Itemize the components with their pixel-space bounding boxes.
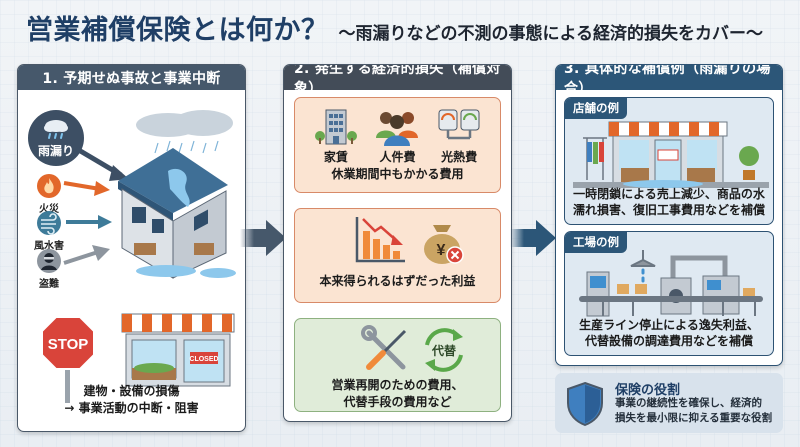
factory-example-caption: 生産ライン停止による逸失利益、 代替設備の調達費用などを補償 (565, 317, 773, 349)
store-example-tag: 店舗の例 (565, 98, 627, 119)
factory-line-illustration (579, 250, 763, 317)
peril-fire: 火災 (36, 173, 62, 215)
money-bag-loss-icon: ¥ (424, 225, 464, 264)
declining-chart-icon (355, 217, 405, 263)
column-incident-caption: 建物・設備の損傷 → 事業活動の中断・阻害 (18, 383, 245, 417)
stop-sign-illustration: STOP (41, 316, 95, 403)
caption-line: 営業再開のための費用、 (331, 378, 464, 392)
peril-label: 火災 (39, 204, 59, 215)
extra-costs-box: 代替 営業再開のための費用、 代替手段の費用など (294, 318, 501, 412)
arrow-storm-icon (66, 215, 112, 229)
column-incident: 1. 予期せぬ事故と事業中断 雨漏り 火災 風水害 (17, 64, 246, 432)
caption-line: 代替手段の費用など (343, 395, 452, 409)
flow-arrow-2-icon (510, 220, 556, 256)
substitute-cycle-icon: 代替 (425, 328, 463, 372)
people-icon (376, 112, 419, 146)
store-example-box: 店舗の例 一時閉鎖による売上減少、商品の水 濡れ損害、復旧工事費用などを補償 (564, 97, 774, 225)
peril-theft: 盗難 (36, 248, 62, 290)
meter-icon (438, 109, 480, 140)
insurance-role-title: 保険の役割 (615, 383, 681, 398)
peril-rain-leak: 雨漏り (28, 110, 84, 166)
flow-arrow-1-icon (240, 220, 286, 256)
page-title: 営業補償保険とは何か？ (26, 15, 329, 46)
fixed-costs-box: 家賃 人件費 光熱費 休業期間中 (294, 97, 501, 193)
insurance-role-box: 保険の役割 事業の継続性を確保し、経済的 損失を最小限に抑える重要な役割 (555, 373, 783, 433)
arrow-fire-icon (63, 181, 110, 196)
closed-store-illustration: CLOSED (121, 313, 235, 387)
cost-item-personnel: 人件費 (369, 106, 425, 165)
column-incident-header: 1. 予期せぬ事故と事業中断 (18, 65, 245, 90)
stop-sign-text: STOP (48, 336, 89, 353)
lost-profit-caption: 本来得られるはずだった利益 (319, 274, 476, 288)
rain-cloud-icon (44, 119, 68, 139)
store-example-caption: 一時閉鎖による売上減少、商品の水 濡れ損害、復旧工事費用などを補償 (565, 186, 773, 218)
flooded-store-illustration (573, 121, 769, 188)
peril-storm: 風水害 (34, 210, 64, 252)
caption-line: 代替設備の調達費用などを補償 (584, 334, 753, 348)
cost-label: 家賃 (323, 150, 348, 164)
peril-label: 雨漏り (37, 143, 74, 158)
caption-line: → 事業活動の中断・阻害 (64, 401, 199, 415)
arrow-rain-icon (75, 146, 129, 181)
caption-line: 濡れ損害、復旧工事費用などを補償 (572, 203, 765, 217)
factory-example-tag: 工場の例 (565, 232, 627, 253)
thief-icon (37, 249, 61, 273)
column-examples-header: 3. 具体的な補償例（雨漏りの場合） (556, 65, 782, 97)
cost-item-utilities: 光熱費 (431, 106, 487, 165)
closed-sign-text: CLOSED (189, 356, 218, 363)
lost-profit-box: ¥ 本来得られるはずだった利益 (294, 208, 501, 303)
wind-icon (37, 211, 61, 235)
building-icon (314, 109, 357, 145)
column-economic-loss-header: 2. 発生する経済的損失（補償対象） (284, 65, 511, 97)
column-examples: 3. 具体的な補償例（雨漏りの場合） 店舗の例 一時閉鎖による売上減少、商 (555, 64, 783, 366)
fixed-costs-caption: 休業期間中もかかる費用 (331, 167, 464, 181)
insurance-role-text: 事業の継続性を確保し、経済的 損失を最小限に抑える重要な役割 (615, 396, 772, 426)
damaged-house-illustration (118, 110, 236, 279)
title-row: 営業補償保険とは何か？ 〜雨漏りなどの不測の事態による経済的損失をカバー〜 (26, 8, 790, 48)
factory-example-box: 工場の例 生産ライン停止による逸失利益、 代替設備の調達費用などを補償 (564, 231, 774, 356)
cost-label: 光熱費 (441, 150, 478, 164)
column-economic-loss: 2. 発生する経済的損失（補償対象） 家賃 人件費 (283, 64, 512, 422)
page-subtitle: 〜雨漏りなどの不測の事態による経済的損失をカバー〜 (338, 24, 764, 44)
peril-label: 盗難 (39, 279, 59, 290)
extra-costs-caption: 営業再開のための費用、 代替手段の費用など (295, 377, 500, 411)
caption-line: 建物・設備の損傷 (83, 384, 180, 398)
role-line: 損失を最小限に抑える重要な役割 (615, 412, 773, 424)
yen-symbol: ¥ (437, 242, 446, 259)
cost-item-rent: 家賃 (308, 106, 364, 165)
peril-label: 風水害 (34, 241, 64, 252)
arrow-theft-icon (63, 245, 110, 265)
fire-icon (37, 174, 61, 198)
cost-label: 人件費 (379, 150, 416, 164)
tools-icon (361, 325, 407, 370)
role-line: 事業の継続性を確保し、経済的 (615, 397, 762, 409)
caption-line: 一時閉鎖による売上減少、商品の水 (573, 187, 765, 201)
substitute-label: 代替 (431, 343, 457, 358)
shield-icon (567, 381, 603, 427)
caption-line: 生産ライン停止による逸失利益、 (579, 318, 759, 332)
